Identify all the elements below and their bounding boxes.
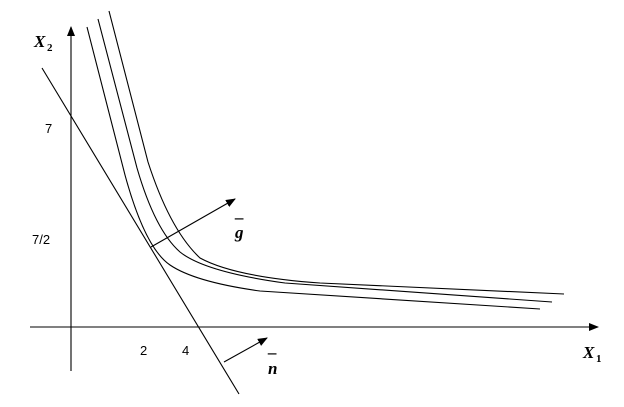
gradient-vector-label: _ g [234, 202, 245, 242]
level-curve-inner [86, 26, 541, 310]
gradient-vector-arrow [150, 198, 236, 248]
g-bar: _ [234, 202, 245, 221]
g-letter: g [234, 223, 244, 242]
level-curve-middle [97, 18, 553, 303]
normal-vector-label: _ n [267, 337, 278, 378]
n-bar: _ [267, 337, 278, 356]
y-axis-label: X 2 [33, 32, 53, 54]
y-axis-subscript: 2 [47, 42, 53, 54]
x-tick-4: 4 [182, 343, 189, 358]
n-letter: n [268, 359, 277, 378]
x-axis-subscript: 1 [596, 353, 602, 365]
x-tick-2: 2 [140, 343, 147, 358]
constraint-line [41, 67, 240, 395]
x-axis-letter: X [582, 343, 595, 362]
x-axis-label: X 1 [582, 343, 602, 365]
normal-vector-arrow [223, 337, 268, 363]
y-tick-7: 7 [45, 121, 52, 136]
level-curve-outer [108, 10, 565, 295]
y-tick-7-2: 7/2 [32, 232, 50, 247]
y-axis-letter: X [33, 32, 46, 51]
